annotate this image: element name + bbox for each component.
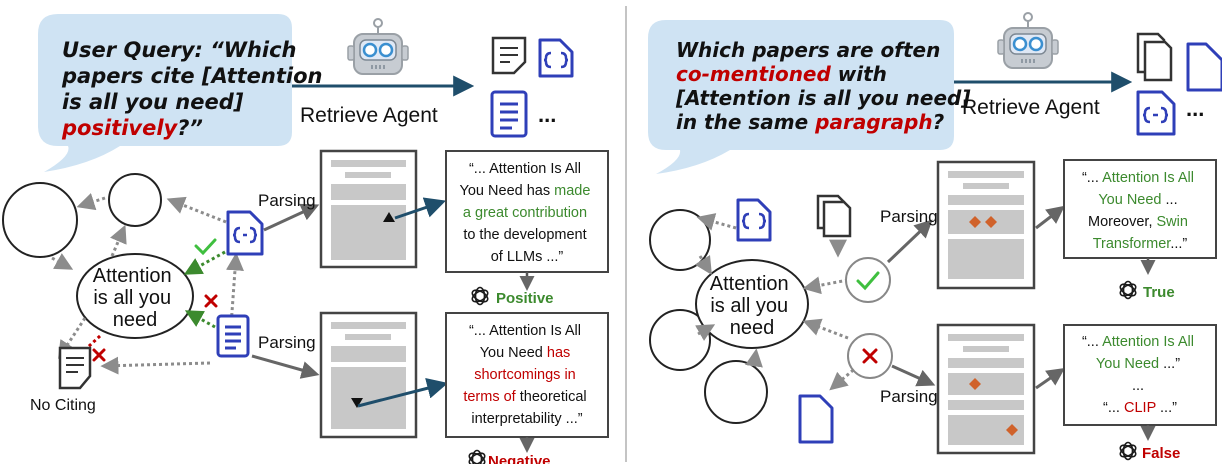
- right-gpt-icon-bottom: [1117, 441, 1139, 461]
- right-retrieved-doc-bracket-icon: [1136, 90, 1176, 136]
- left-agent-label: Retrieve Agent: [300, 104, 438, 127]
- left-edge-no-cite: [86, 334, 102, 349]
- left-ellipsis: ...: [538, 102, 556, 127]
- left-center-node: [76, 253, 194, 339]
- left-retrieved-doc-list-icon: [490, 90, 528, 138]
- right-agent-label: Retrieve Agent: [962, 96, 1100, 119]
- right-doc-stack-icon: [816, 194, 852, 238]
- left-edge-cite-negative: [184, 310, 216, 329]
- right-verdict-top: True: [1143, 284, 1175, 301]
- right-parsing-label-bottom: Parsing: [880, 387, 938, 406]
- left-center-line1: Attention: [93, 265, 172, 287]
- right-query-line3: [Attention is all you need]: [675, 86, 971, 110]
- left-center-line2: is all you: [93, 287, 171, 309]
- left-query-bubble: User Query: “Which papers cite [Attentio…: [38, 14, 330, 172]
- left-query-line4-rest: ?”: [177, 116, 203, 140]
- right-quote-arrow-bottom: [1035, 367, 1065, 390]
- left-cross-icon: [204, 294, 218, 308]
- left-paper-page-top: [319, 149, 418, 269]
- left-quote-box-top: “... Attention Is All You Need has made …: [445, 150, 609, 273]
- left-no-citing-doc-icon: [58, 346, 92, 390]
- right-center-line1: Attention: [710, 273, 789, 295]
- left-robot-icon: [346, 17, 410, 76]
- left-node-a: [2, 182, 78, 258]
- right-query-keyword1: co-mentioned: [676, 62, 831, 86]
- left-query-line2: papers cite [Attention: [61, 64, 322, 88]
- left-verdict-top: Positive: [496, 290, 554, 307]
- right-quote-box-top: “... Attention Is All You Need ... Moreo…: [1063, 159, 1217, 259]
- left-query-keyword: positively: [61, 116, 179, 140]
- left-parsing-label-top: Parsing: [258, 191, 316, 210]
- right-parsing-label-top: Parsing: [880, 207, 938, 226]
- right-retrieved-doc-stack-icon: [1136, 32, 1173, 82]
- right-robot-icon: [996, 11, 1060, 70]
- left-citing-doc-positive-icon: [226, 210, 264, 256]
- left-node-b: [108, 173, 162, 227]
- right-parsing-arrow-top: [886, 219, 933, 264]
- right-check-circle-icon: [845, 257, 891, 303]
- svg-text:Attention is all you: Attention is all you need: [93, 265, 178, 331]
- right-node-c: [704, 360, 768, 424]
- right-query-line1: Which papers are often: [676, 38, 940, 62]
- right-query-bubble: Which papers are often co-mentioned with…: [648, 20, 977, 174]
- left-paper-page-bottom: [319, 311, 418, 439]
- svg-text:User Query: “Which pap: User Query: “Which papers cite [Attentio…: [61, 38, 330, 140]
- right-quote-arrow-top: [1035, 205, 1065, 230]
- right-paper-page-top: [936, 160, 1036, 290]
- right-graph-edges: [694, 213, 859, 391]
- right-center-node: [695, 259, 809, 349]
- right-panel: Which papers are often co-mentioned with…: [648, 11, 1222, 462]
- left-quote-box-bottom: “... Attention Is All You Need has short…: [445, 312, 609, 438]
- svg-text:“... Attention Is All: “... Attention Is All You Need has short…: [463, 323, 590, 427]
- right-quote-box-bottom: “... Attention Is All You Need ...” ... …: [1063, 324, 1217, 426]
- svg-text:“... Attention Is All: “... Attention Is All You Need ...” ... …: [1082, 334, 1198, 416]
- svg-text:Attention is all you: Attention is all you need: [710, 273, 795, 339]
- left-parsing-arrow-top: [263, 203, 320, 232]
- right-node-a: [649, 209, 711, 271]
- svg-text:“... Attention Is All: “... Attention Is All You Need ... Moreo…: [1082, 170, 1198, 252]
- left-citing-doc-negative-icon: [216, 314, 250, 358]
- right-doc-bracket-icon: [736, 198, 772, 242]
- left-retrieved-doc-gray-icon: [491, 36, 527, 75]
- right-retrieved-doc-blue-icon: [1186, 42, 1222, 92]
- left-retrieved-doc-blue-icon: [538, 38, 574, 78]
- left-quote-arrow-bottom: [357, 377, 449, 408]
- left-check-icon: [194, 238, 217, 256]
- svg-text:“... Attention Is All: “... Attention Is All You Need has made …: [460, 161, 595, 265]
- right-parsing-arrow-bottom: [891, 364, 936, 387]
- left-verdict-bottom: Negative: [488, 453, 551, 464]
- right-paper-page-bottom: [936, 323, 1036, 455]
- right-ellipsis: ...: [1186, 96, 1204, 121]
- left-parsing-arrow-bottom: [251, 354, 320, 379]
- right-doc-blue-icon: [798, 394, 834, 444]
- left-quote-arrow-top: [394, 197, 446, 220]
- left-cross-small-icon: [92, 348, 106, 362]
- left-parsing-label-bottom: Parsing: [258, 333, 316, 352]
- left-no-citing-label: No Citing: [30, 397, 96, 414]
- left-edge-cite-positive: [183, 250, 226, 275]
- left-gpt-icon-top: [469, 286, 491, 306]
- left-gpt-icon-bottom: [466, 449, 488, 464]
- right-verdict-bottom: False: [1142, 445, 1180, 462]
- right-center-line3: need: [730, 317, 775, 339]
- right-query-keyword2: paragraph: [814, 110, 932, 134]
- right-center-line2: is all you: [710, 295, 788, 317]
- left-query-line3: is all you need]: [62, 90, 244, 114]
- left-center-line3: need: [113, 309, 158, 331]
- left-panel: User Query: “Which papers cite [Attentio…: [2, 14, 609, 464]
- right-gpt-icon-top: [1117, 280, 1139, 300]
- left-query-line1: User Query: “Which: [62, 38, 297, 62]
- svg-text:Which papers are often: Which papers are often co-mentioned with…: [675, 38, 977, 134]
